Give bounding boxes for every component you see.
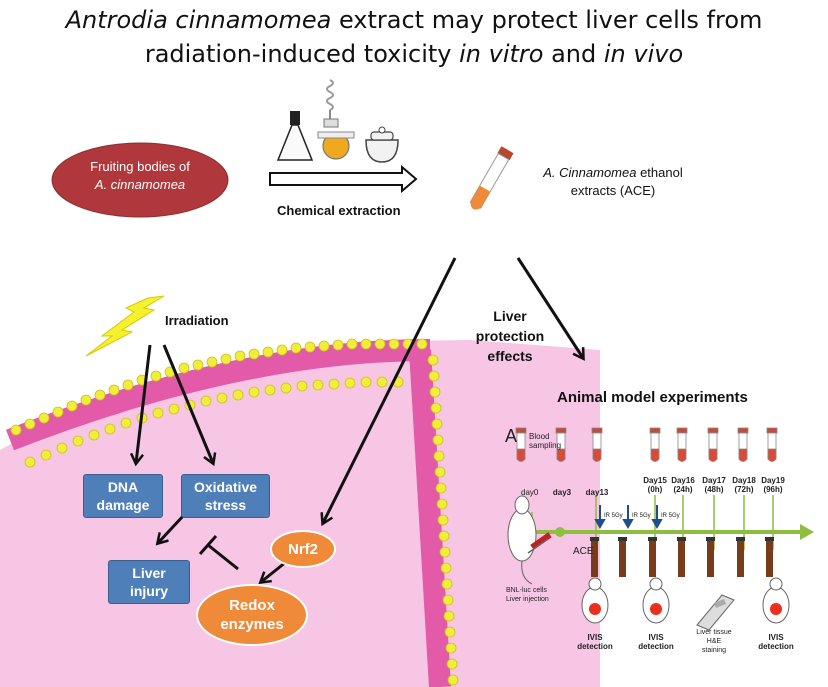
lightning-icon: [85, 295, 165, 357]
extraction-arrow: [269, 164, 418, 194]
liver-protection-label: Liver protection effects: [475, 308, 545, 364]
ir-label: IR 5Gy: [661, 513, 680, 519]
day-label: Day18(72h): [732, 476, 756, 494]
source-oval: [51, 142, 229, 218]
day-label: day3: [552, 488, 572, 497]
ivis-mouse-icon: [581, 577, 790, 624]
mouse-icon: [507, 495, 537, 585]
day-label: Day19(96h): [761, 476, 785, 494]
syringe-icon: [527, 532, 552, 554]
panel-letter: A: [505, 426, 518, 446]
flask-icon: [276, 111, 314, 161]
membrane-band: [5, 339, 431, 451]
ace-label: ACE: [573, 546, 594, 557]
day-label: Day17(48h): [702, 476, 726, 494]
membrane-beads: [10, 338, 459, 686]
process-label: Chemical extraction: [277, 203, 401, 218]
source-label: Fruiting bodies of A. cinnamomea: [90, 159, 190, 192]
ace-tubes: [590, 537, 774, 577]
test-tube-icon: [469, 146, 514, 210]
animal-timeline: [507, 427, 814, 631]
nrf2-oval: Nrf2: [270, 530, 336, 568]
irradiation-label: Irradiation: [165, 313, 229, 328]
slide-icon: [696, 594, 735, 631]
ir-label: IR 5Gy: [604, 513, 623, 519]
blood-tubes: [515, 427, 778, 462]
product-label: A. Cinnamomea ethanol extracts (ACE): [543, 165, 683, 198]
day-label: Day15(0h): [643, 476, 667, 494]
ir-label: IR 5Gy: [632, 513, 651, 519]
distillation-icon: [317, 79, 355, 160]
day-label: Day16(24h): [671, 476, 695, 494]
crucible-icon: [365, 126, 399, 163]
animal-model-heading: Animal model experiments: [557, 389, 748, 406]
cytoplasm: [25, 392, 420, 687]
day0-label: day0: [521, 488, 539, 497]
title-line-1: Antrodia cinnamomea extract may protect …: [65, 6, 763, 34]
title-line-2: radiation-induced toxicity in vitro and …: [144, 40, 684, 68]
day-label: day13: [585, 488, 609, 497]
